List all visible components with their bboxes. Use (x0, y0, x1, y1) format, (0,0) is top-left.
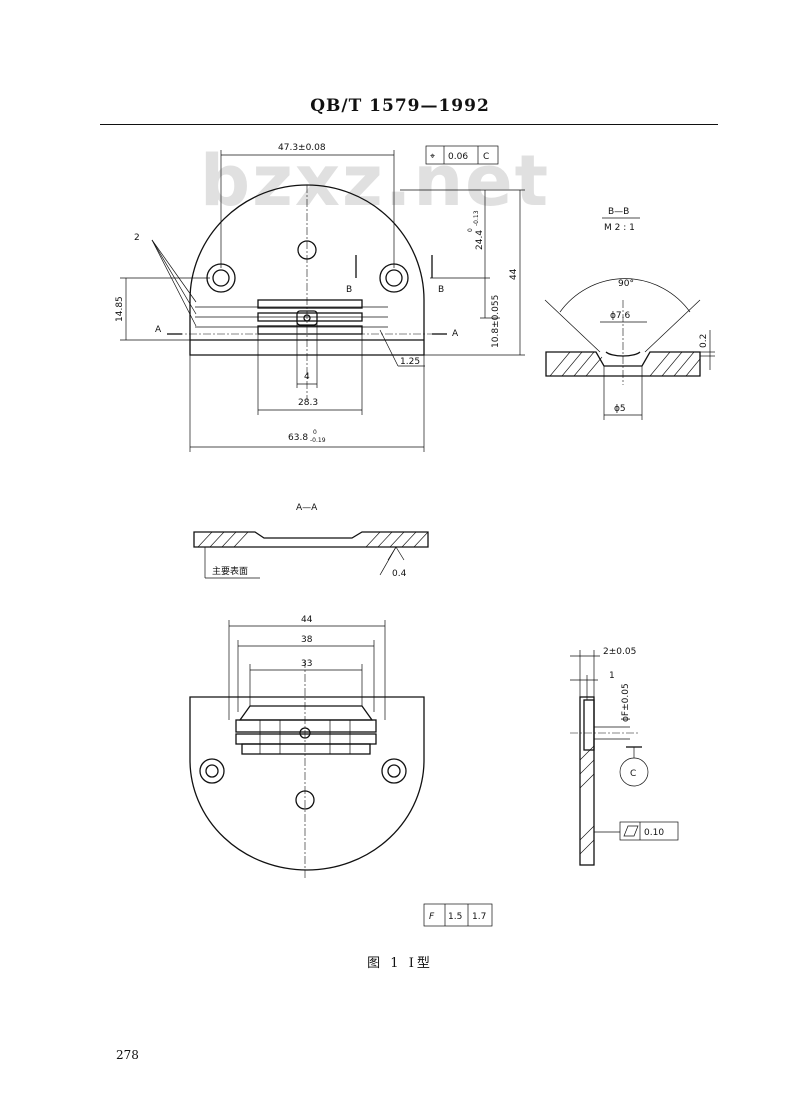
figure-caption: 图 1 Ⅰ型 (367, 956, 433, 971)
feed-slots (195, 299, 388, 335)
side-flatness: 0.10 (644, 828, 664, 838)
section-b-left-label: B (346, 285, 352, 295)
section-bb-dia-bottom: ϕ5 (614, 404, 626, 414)
dim-63-8: 63.8 (288, 433, 308, 443)
position-symbol-icon: ⌖ (430, 152, 435, 162)
dim-24-4-tol-lower: -0.13 (473, 210, 480, 226)
callout-2: 2 (134, 233, 140, 243)
screw-hole-left (212, 269, 230, 287)
screw-hole-right-counterbore (379, 263, 409, 293)
dim-24-4: 24.4 (475, 230, 485, 250)
section-bb-depth: 0.2 (699, 334, 709, 348)
section-bb-scale: M 2 : 1 (604, 223, 635, 233)
f-table-label: F (429, 912, 435, 922)
dim-44-height: 44 (509, 268, 519, 280)
dim-38-bottom: 38 (301, 635, 313, 645)
roughness-symbol-icon (387, 546, 405, 561)
header-rule (100, 124, 718, 125)
dim-47-3: 47.3±0.08 (278, 143, 326, 153)
tolerance-datum: C (483, 152, 489, 162)
side-insert (583, 699, 595, 751)
feed-dog-slots-bottom (235, 705, 377, 755)
dim-44-bottom: 44 (301, 615, 313, 625)
dim-1-25: 1.25 (400, 357, 420, 367)
flatness-icon (623, 825, 639, 837)
page-number: 278 (116, 1048, 139, 1062)
f-table: F 1.5 1.7 (423, 903, 493, 927)
dim-63-8-tol-upper: 0 (313, 429, 317, 436)
dim-33-bottom: 33 (301, 659, 312, 669)
section-aa-surface-label: 主要表面 (212, 565, 248, 577)
section-bb: B—B M 2 : 1 90° ϕ7.6 ϕ5 0.2 (544, 207, 715, 420)
side-dim-2: 2±0.05 (603, 647, 636, 657)
section-aa: A—A 主要表面 0.4 (193, 503, 429, 579)
f-table-value-2: 1.7 (472, 912, 486, 922)
hole-right-bottom (381, 758, 407, 784)
section-b-right-label: B (438, 285, 444, 295)
side-dim-f: ϕF±0.05 (621, 683, 631, 722)
dim-4: 4 (304, 372, 310, 382)
dim-14-85: 14.85 (115, 296, 125, 322)
dim-24-4-tol-upper: 0 (467, 228, 474, 232)
hole-left-bottom (199, 758, 225, 784)
screw-hole-top (297, 240, 317, 260)
angle-arc (559, 278, 691, 313)
f-table-value-1: 1.5 (448, 912, 462, 922)
section-bb-title: B—B (608, 207, 629, 217)
side-dim-1: 1 (609, 671, 615, 681)
dim-63-8-tol-lower: -0.19 (310, 437, 326, 444)
watermark: bzxz.net (200, 140, 551, 222)
hole-center-bottom (295, 790, 315, 810)
screw-hole-left-counterbore (206, 263, 236, 293)
plate-outline-bottom (189, 696, 425, 871)
top-view: 2 A A B B 47.3±0.08 ⌖ 0.06 C 24.4 0 -0.1… (115, 143, 525, 452)
standard-header: QB/T 1579—1992 (310, 96, 490, 116)
datum-c-circle (619, 757, 649, 787)
plate-outline-top (189, 184, 425, 356)
section-a-left-label: A (155, 325, 162, 335)
dim-10-8: 10.8±0.055 (491, 295, 501, 348)
section-aa-roughness: 0.4 (392, 569, 407, 579)
side-datum: C (630, 769, 636, 779)
section-aa-title: A—A (296, 503, 318, 513)
section-a-right-label: A (452, 329, 459, 339)
tolerance-frame (425, 145, 499, 165)
section-bb-angle: 90° (618, 279, 634, 289)
section-bb-dia-top: ϕ7.6 (610, 311, 631, 321)
tolerance-value: 0.06 (448, 152, 468, 162)
dim-28-3: 28.3 (298, 398, 318, 408)
section-aa-body (193, 531, 429, 548)
flatness-frame (619, 821, 679, 841)
bottom-view: 44 38 33 (189, 615, 425, 880)
screw-hole-right (385, 269, 403, 287)
side-view: 2±0.05 1 ϕF±0.05 C 0.10 (570, 647, 679, 866)
section-bb-body (545, 351, 701, 377)
